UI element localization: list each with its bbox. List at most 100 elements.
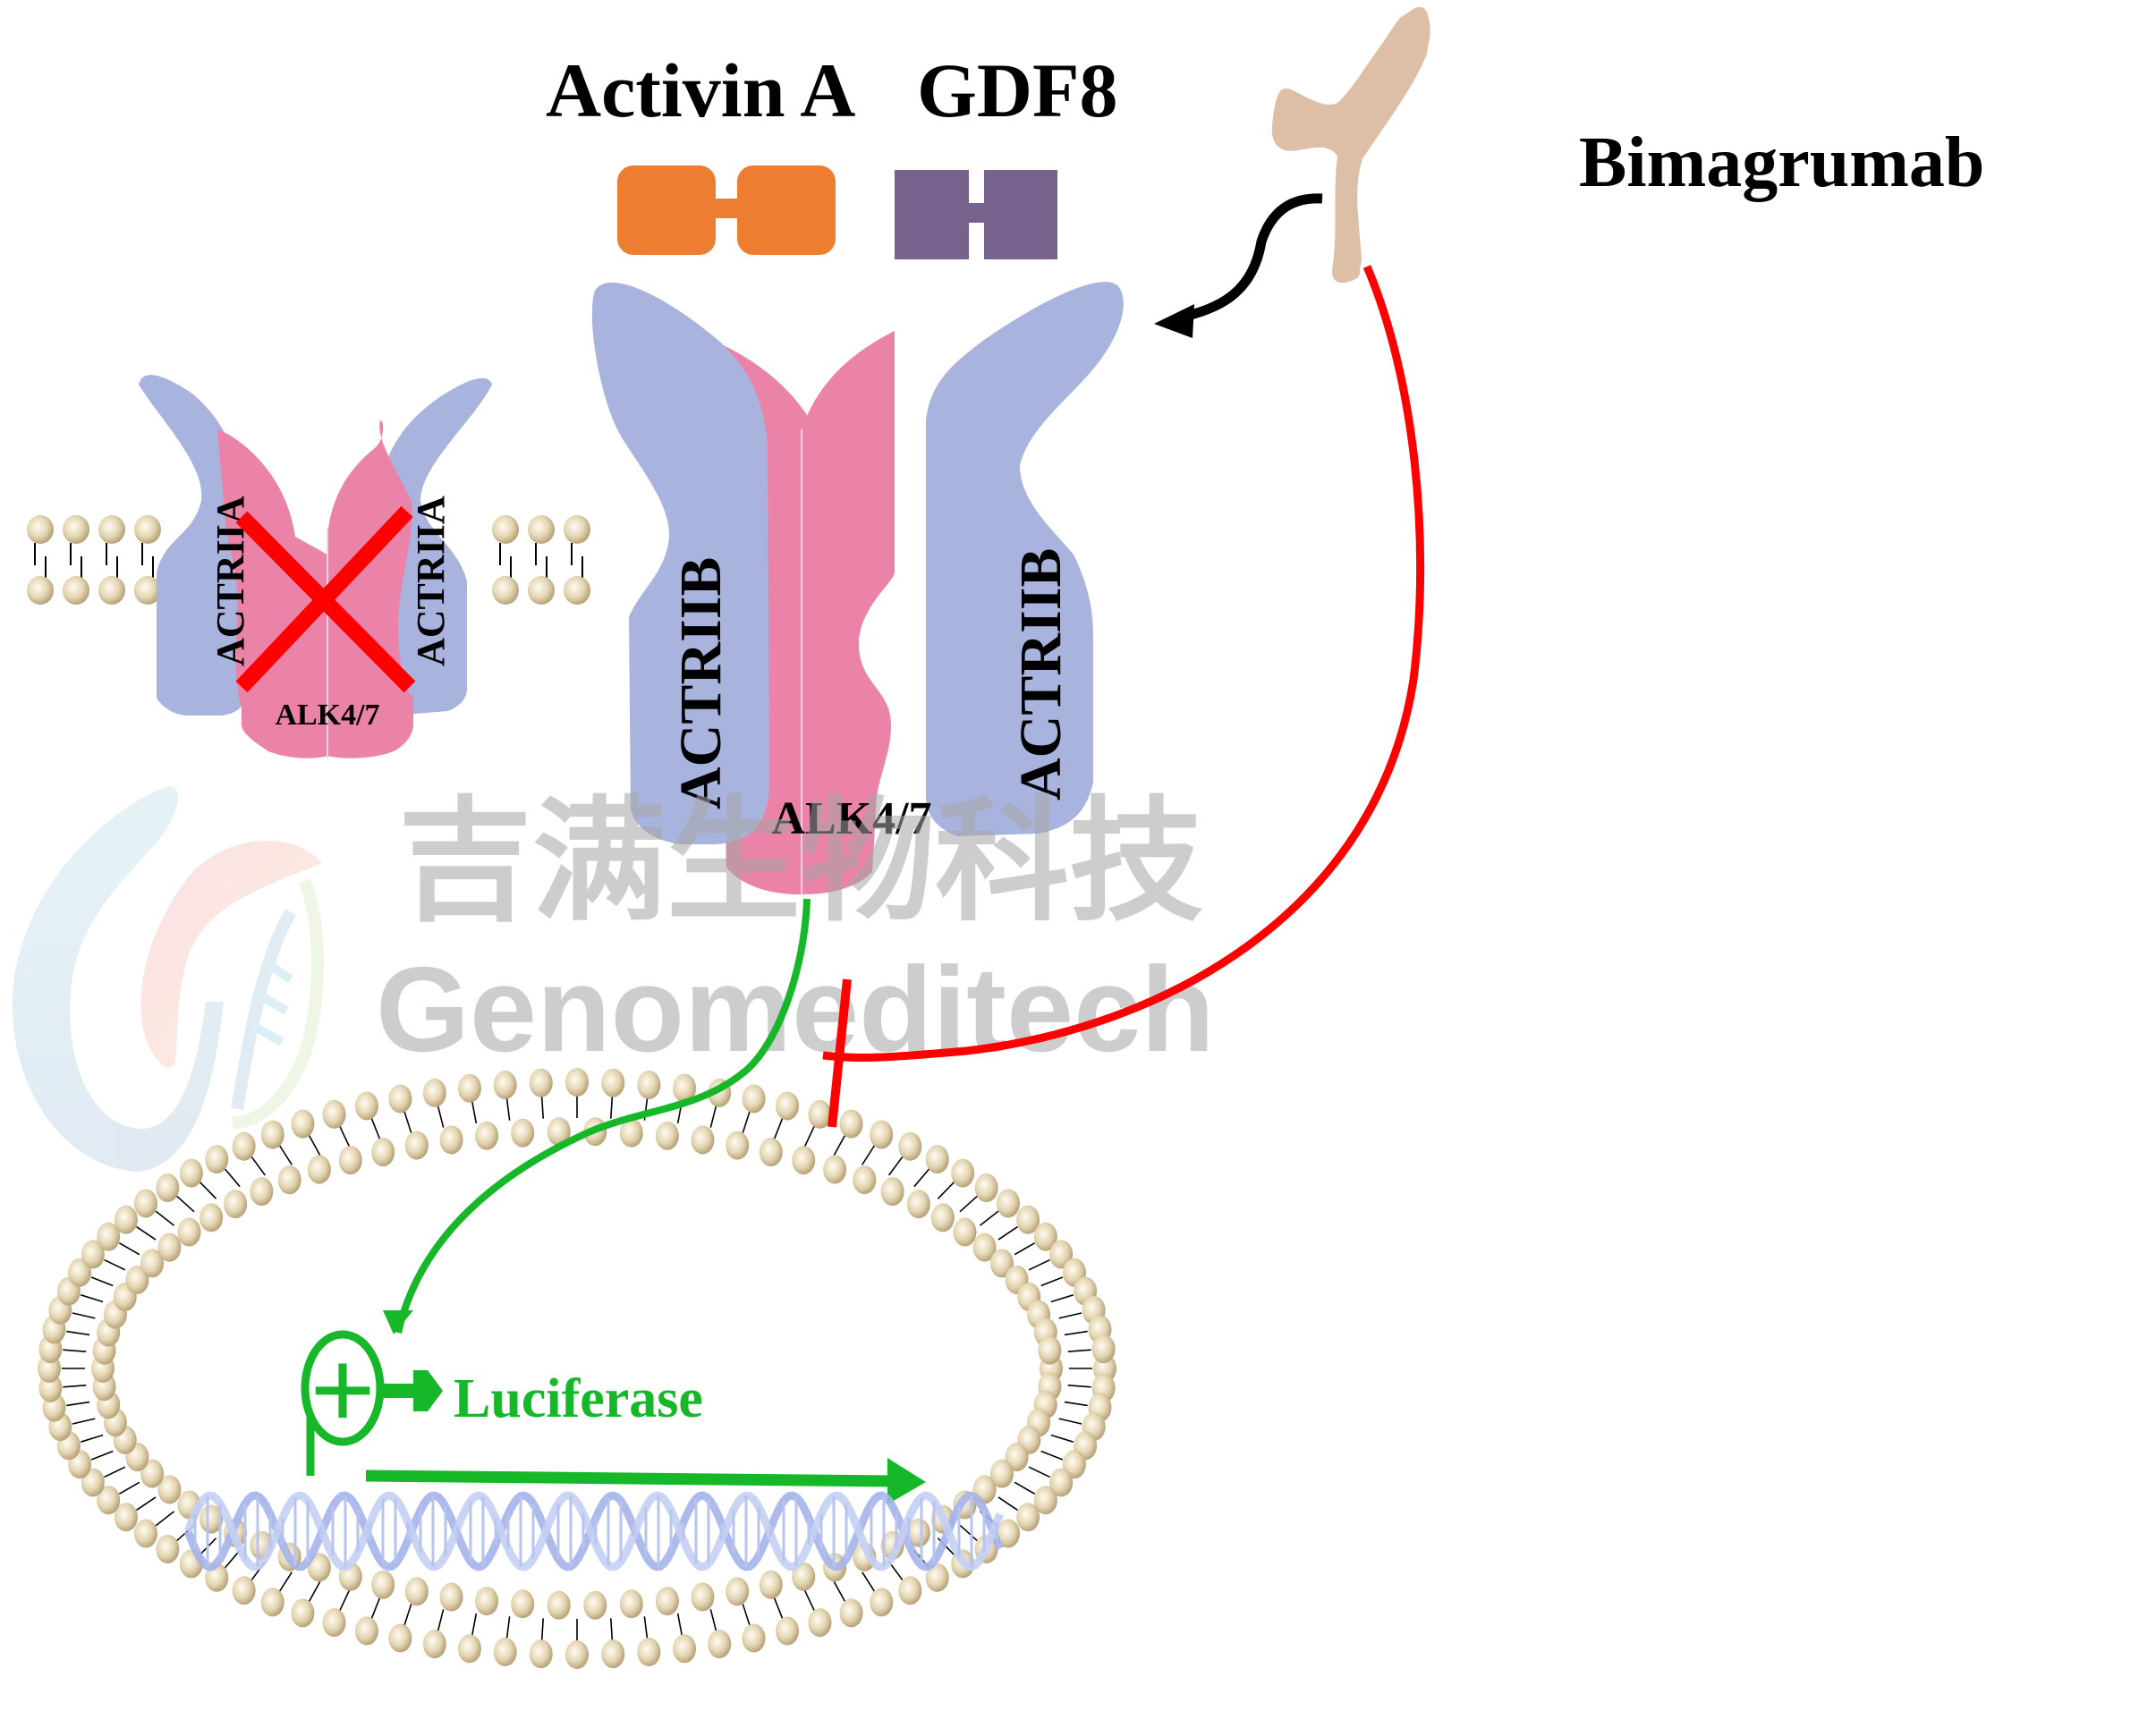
receptor-complex-actriia: ACTRIIA ACTRIIA ALK4/7 — [139, 375, 492, 758]
lipid-head — [493, 1070, 517, 1099]
lipid-head — [404, 1577, 429, 1606]
lipid-head — [98, 576, 125, 605]
lipid-head — [307, 1155, 331, 1184]
inhibition-bar-icon — [828, 978, 852, 1128]
lipid-head — [870, 1588, 894, 1617]
lipid-head — [1049, 1468, 1074, 1497]
lipid-head — [291, 1598, 315, 1628]
lipid-head — [1033, 1486, 1057, 1515]
lipid-head — [134, 515, 161, 544]
lipid-head — [619, 1118, 643, 1148]
lipid-head — [583, 1590, 607, 1620]
alk47-active-right — [801, 331, 895, 894]
lipid-head — [422, 1078, 446, 1107]
lipid-head — [1091, 1334, 1116, 1364]
lipid-head — [492, 576, 519, 605]
lipid-head — [205, 1145, 229, 1174]
lipid-head — [839, 1598, 863, 1628]
lipid-head — [564, 515, 590, 544]
lipid-head — [404, 1131, 429, 1160]
lipid-head — [997, 1189, 1021, 1218]
lipid-head — [322, 1608, 346, 1638]
lipid-head — [179, 1158, 203, 1188]
lipid-head — [98, 515, 125, 544]
nuclear-membrane — [38, 1068, 1116, 1669]
blocked-x-icon — [235, 505, 416, 693]
actriia-left — [139, 375, 246, 716]
lipid-head — [726, 1131, 750, 1160]
lipid-head — [691, 1582, 715, 1612]
promoter-circle-icon — [301, 1330, 385, 1446]
lipid-head — [792, 1146, 816, 1175]
ligand-activin-a: Activin A — [546, 47, 855, 255]
lipid-head — [125, 1265, 149, 1294]
lipid-head — [134, 576, 161, 605]
lipid-head — [906, 1190, 930, 1219]
receptor-complex-actriib: ACTRIIB ACTRIIB ALK4/7 — [591, 282, 1124, 894]
lipid-head — [1005, 1443, 1029, 1472]
lipid-head — [655, 1121, 679, 1150]
plasma-membrane — [27, 515, 590, 605]
lipid-head — [759, 1570, 783, 1599]
lipid-head — [140, 1459, 165, 1488]
lipid-head — [371, 1570, 395, 1599]
lipid-head — [63, 576, 89, 605]
lipid-head — [354, 1091, 378, 1121]
watermark: 吉满生物科技 Genomeditech — [12, 786, 1215, 1172]
lipid-head — [619, 1589, 643, 1619]
lipid-head — [823, 1155, 847, 1184]
lipid-head — [1016, 1503, 1040, 1532]
lipid-head — [27, 576, 54, 605]
lipid-head — [354, 1616, 378, 1646]
ligand-gdf8: GDF8 — [895, 47, 1118, 259]
lipid-head — [492, 515, 519, 544]
lipid-head — [898, 1131, 922, 1161]
watermark-logo-icon — [12, 786, 324, 1172]
lipid-head — [97, 1486, 121, 1515]
gdf8-icon — [895, 170, 1057, 259]
lipid-head — [322, 1099, 346, 1129]
lipid-head — [388, 1623, 412, 1653]
lipid-head — [953, 1217, 977, 1247]
lipid-head — [493, 1638, 517, 1667]
lipid-head — [457, 1634, 481, 1664]
lipid-head — [156, 1173, 180, 1203]
lipid-head — [475, 1121, 499, 1150]
luciferase-label: Luciferase — [454, 1368, 703, 1429]
lipid-head — [898, 1576, 922, 1605]
lipid-head — [673, 1073, 697, 1103]
actriib-right — [926, 282, 1124, 836]
lipid-head — [601, 1639, 625, 1669]
lipid-head — [637, 1070, 661, 1099]
lipid-head — [157, 1232, 182, 1262]
transcription-arrow-icon — [887, 1458, 926, 1504]
lipid-head — [742, 1084, 766, 1114]
lipid-head — [156, 1534, 180, 1563]
lipid-head — [925, 1145, 949, 1174]
lipid-head — [906, 1518, 930, 1547]
lipid-head — [224, 1190, 248, 1219]
lipid-head — [951, 1158, 975, 1188]
bimagrumab-antibody: Bimagrumab — [1271, 7, 1984, 284]
lipid-head — [989, 1249, 1014, 1278]
activin-a-icon — [617, 165, 836, 255]
lipid-head — [81, 1240, 105, 1269]
actriia-right-label: ACTRIIA — [409, 496, 453, 666]
alk47-active-label: ALK4/7 — [771, 793, 931, 844]
lipid-head — [260, 1120, 284, 1149]
lipid-head — [63, 515, 89, 544]
lipid-head — [930, 1203, 955, 1232]
lipid-head — [528, 576, 555, 605]
lipid-head — [291, 1109, 315, 1139]
watermark-english: Genomeditech — [376, 942, 1215, 1077]
lipid-head — [997, 1519, 1021, 1548]
lipid-head — [199, 1504, 224, 1534]
bimagrumab-label: Bimagrumab — [1579, 123, 1984, 202]
lipid-head — [726, 1577, 750, 1606]
lipid-head — [457, 1073, 481, 1103]
lipid-head — [708, 1630, 732, 1659]
arrow-right-icon — [413, 1370, 443, 1411]
activation-arrow — [383, 898, 811, 1334]
lipid-head — [853, 1165, 877, 1195]
lipid-head — [601, 1068, 625, 1097]
